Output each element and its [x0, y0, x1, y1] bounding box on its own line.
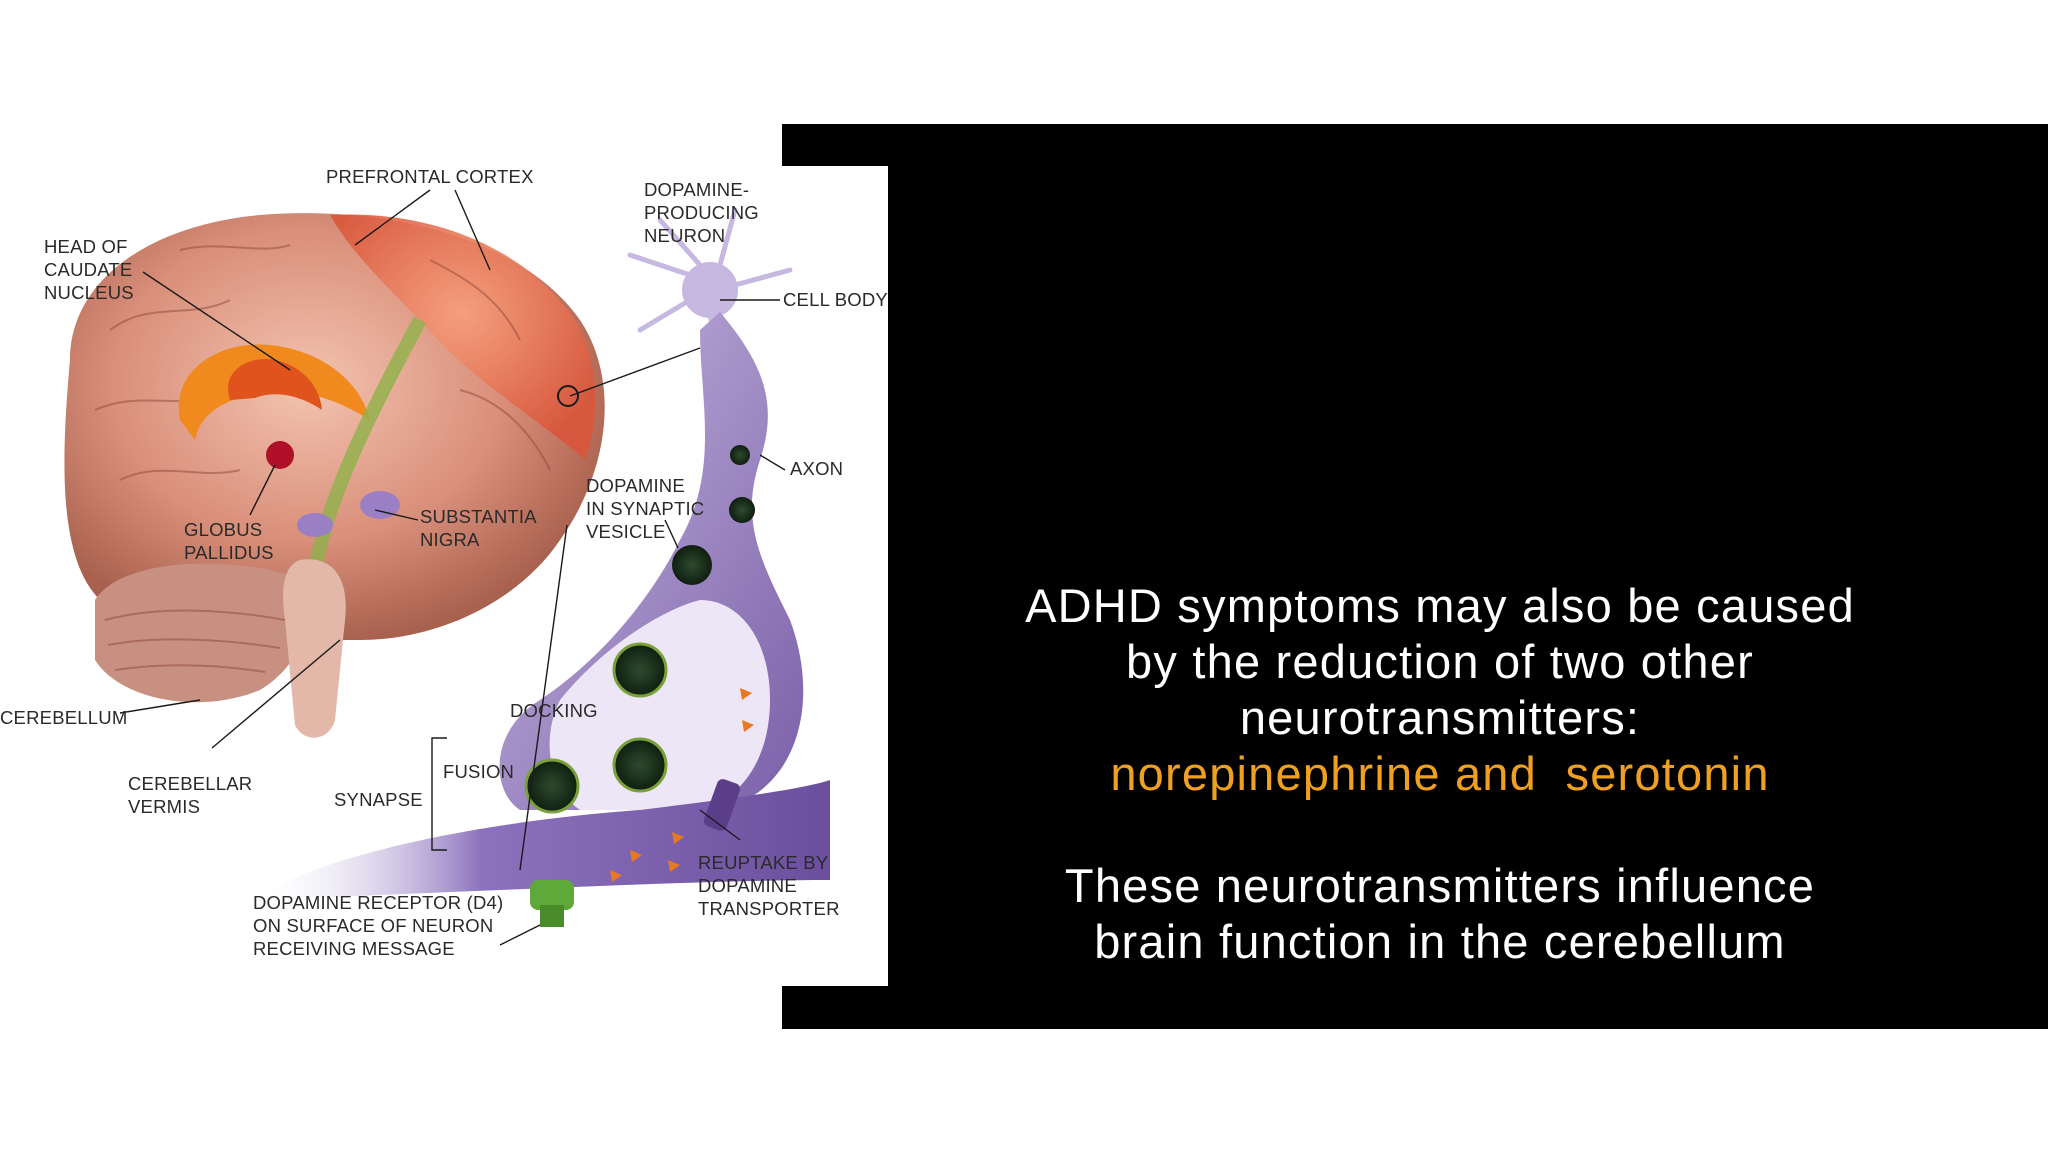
label-axon: AXON — [790, 458, 843, 479]
text-line-5: These neurotransmitters influence — [1064, 859, 1816, 912]
diagram-svg: PREFRONTAL CORTEX HEAD OF CAUDATE NUCLEU… — [0, 166, 888, 959]
slide-text: ADHD symptoms may also be caused by the … — [900, 578, 1980, 970]
label-dopamine-neuron-2: PRODUCING — [644, 202, 759, 223]
label-globus-pallidus-1: GLOBUS — [184, 519, 262, 540]
label-head-of-caudate-3: NUCLEUS — [44, 282, 134, 303]
highlight-norepinephrine: norepinephrine and — [1110, 747, 1537, 800]
label-globus-pallidus-2: PALLIDUS — [184, 542, 274, 563]
label-docking: DOCKING — [510, 700, 598, 721]
label-fusion: FUSION — [443, 761, 514, 782]
text-line-6: brain function in the cerebellum — [1094, 915, 1786, 968]
brain-dopamine-diagram: PREFRONTAL CORTEX HEAD OF CAUDATE NUCLEU… — [0, 166, 888, 986]
highlight-serotonin: serotonin — [1565, 747, 1770, 800]
diagram-labels: PREFRONTAL CORTEX HEAD OF CAUDATE NUCLEU… — [0, 166, 888, 959]
label-cerebellum: CEREBELLUM — [0, 707, 127, 728]
label-dopamine-vesicle-2: IN SYNAPTIC — [586, 498, 704, 519]
label-reuptake-2: DOPAMINE — [698, 875, 797, 896]
text-highlight-line: norepinephrine and serotonin — [900, 746, 1980, 802]
label-head-of-caudate-2: CAUDATE — [44, 259, 132, 280]
label-cerebellar-vermis-1: CEREBELLAR — [128, 773, 252, 794]
label-reuptake-1: REUPTAKE BY — [698, 852, 828, 873]
label-dopamine-neuron-1: DOPAMINE- — [644, 179, 749, 200]
label-head-of-caudate-1: HEAD OF — [44, 236, 128, 257]
text-gap — [900, 802, 1980, 858]
text-line-3: neurotransmitters: — [1239, 691, 1641, 744]
brain-illustration — [64, 213, 605, 738]
leader-lines — [119, 189, 786, 946]
label-dopamine-receptor-3: RECEIVING MESSAGE — [253, 938, 455, 959]
label-dopamine-vesicle-1: DOPAMINE — [586, 475, 685, 496]
text-line-1: ADHD symptoms may also be caused — [1025, 579, 1855, 632]
label-dopamine-receptor-2: ON SURFACE OF NEURON — [253, 915, 493, 936]
zoom-marker — [557, 385, 579, 407]
label-substantia-nigra-2: NIGRA — [420, 529, 480, 550]
label-dopamine-vesicle-3: VESICLE — [586, 521, 666, 542]
label-cerebellar-vermis-2: VERMIS — [128, 796, 200, 817]
label-synapse: SYNAPSE — [334, 789, 423, 810]
label-dopamine-receptor-1: DOPAMINE RECEPTOR (D4) — [253, 892, 503, 913]
label-cell-body: CELL BODY — [783, 289, 888, 310]
label-reuptake-3: TRANSPORTER — [698, 898, 840, 919]
label-substantia-nigra-1: SUBSTANTIA — [420, 506, 537, 527]
label-prefrontal-cortex: PREFRONTAL CORTEX — [326, 166, 534, 187]
text-line-2: by the reduction of two other — [1126, 635, 1754, 688]
black-panel — [782, 124, 2048, 1029]
neuron-illustration — [250, 207, 830, 927]
label-dopamine-neuron-3: NEURON — [644, 225, 725, 246]
